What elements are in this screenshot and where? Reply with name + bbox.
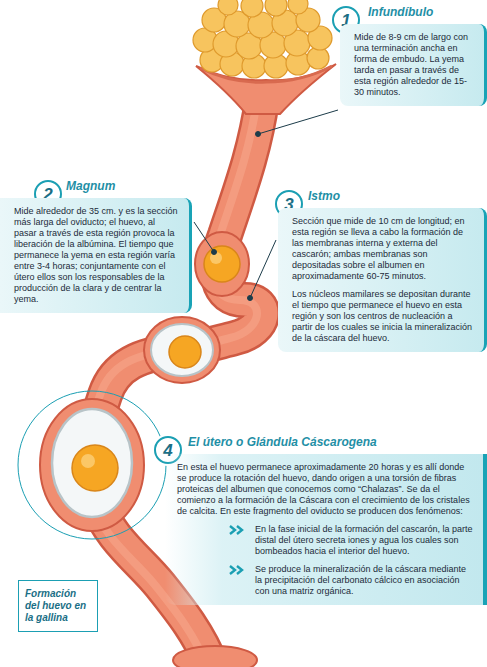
info-panel: Mide de 8-9 cm de largo con una terminac… [340, 24, 487, 106]
info-node: El útero o Glándula Cáscarogena En esta e… [165, 435, 487, 605]
body-text: Mide de 8-9 cm de largo con una terminac… [354, 32, 474, 98]
yolk-in-magnum [195, 232, 249, 296]
body-text: Mide alrededor de 35 cm. y es la sección… [14, 206, 179, 305]
section-heading: El útero o Glándula Cáscarogena [165, 435, 487, 450]
bullet-text: En la fase inicial de la formación del c… [229, 524, 473, 557]
egg-in-uterus [18, 391, 166, 539]
body-text: Sección que mide de 10 cm de longitud; e… [292, 216, 474, 282]
info-node: IstmoSección que mide de 10 cm de longit… [278, 189, 487, 352]
caption-text: Formación del huevo en la gallina [25, 588, 91, 624]
info-panel: En esta el huevo permanece aproximadamen… [165, 454, 487, 605]
body-text: Los núcleos mamilares se depositan duran… [292, 289, 474, 344]
egg-in-isthmus [144, 317, 220, 383]
section-heading: Magnum [0, 179, 192, 194]
section-heading: Istmo [278, 189, 487, 204]
bullet-text: Se produce la mineralización de la cásca… [229, 564, 473, 597]
info-panel: Sección que mide de 10 cm de longitud; e… [278, 208, 487, 352]
title-box: Formación del huevo en la gallina [18, 580, 98, 632]
info-node: MagnumMide alrededor de 35 cm. y es la s… [0, 179, 192, 313]
ovary-yolks [193, 0, 332, 78]
body-text: En esta el huevo permanece aproximadamen… [177, 462, 473, 517]
section-heading: Infundíbulo [340, 5, 487, 20]
info-node: InfundíbuloMide de 8-9 cm de largo con u… [340, 5, 487, 106]
info-panel: Mide alrededor de 35 cm. y es la sección… [0, 198, 192, 313]
